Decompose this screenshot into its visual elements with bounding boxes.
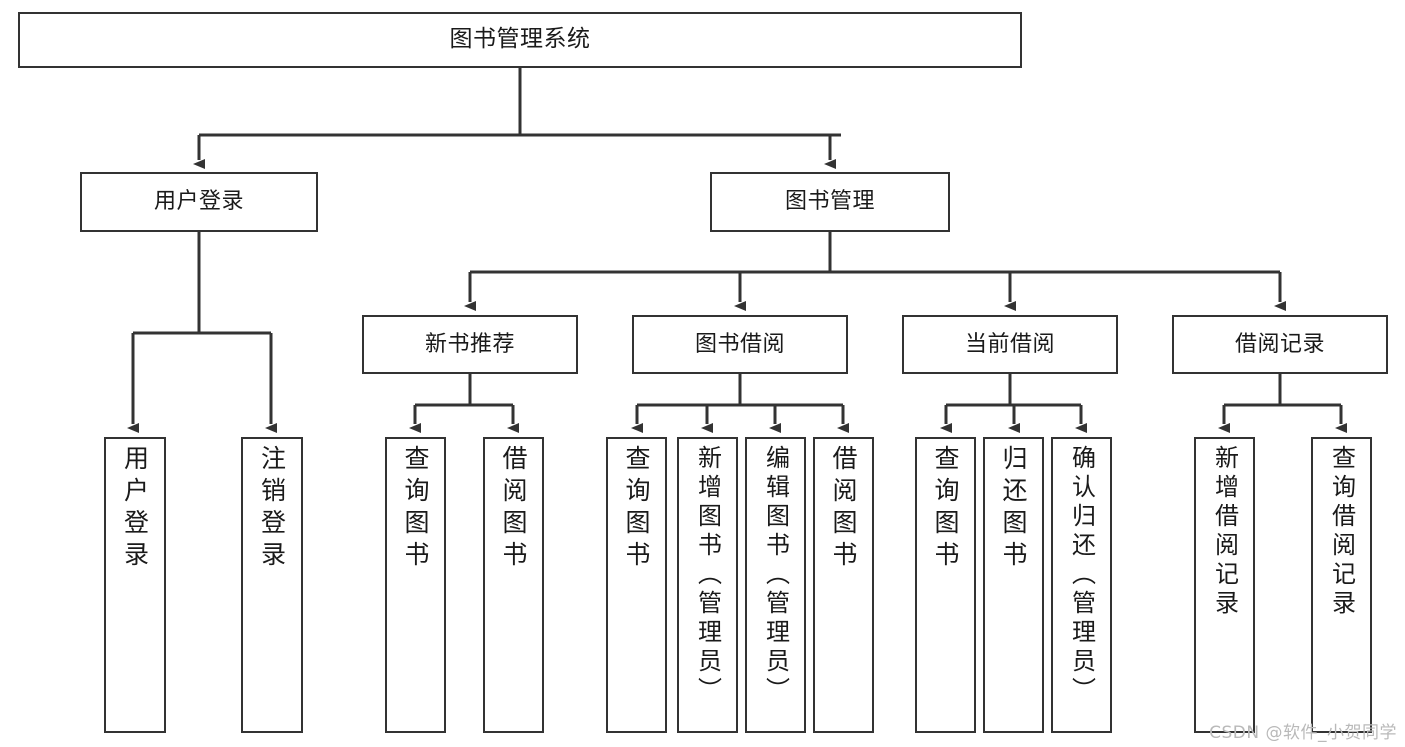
node-label: 借阅图书 — [829, 445, 858, 573]
node-label: 查询借阅记录 — [1327, 445, 1356, 619]
node-label: 新书推荐 — [424, 331, 515, 357]
leaf-new-book-borrow-book[interactable]: 借阅图书 — [483, 437, 544, 733]
node-label: 注销登录 — [257, 445, 287, 573]
leaf-new-book-query-book[interactable]: 查询图书 — [385, 437, 446, 733]
node-current-borrow[interactable]: 当前借阅 — [902, 315, 1118, 374]
leaf-borrow-record-add-record[interactable]: 新增借阅记录 — [1194, 437, 1255, 733]
node-borrow-record[interactable]: 借阅记录 — [1172, 315, 1388, 374]
node-label: 查询图书 — [931, 445, 960, 573]
leaf-current-borrow-query-book[interactable]: 查询图书 — [915, 437, 976, 733]
node-book-management[interactable]: 图书管理 — [710, 172, 950, 232]
node-book-borrow[interactable]: 图书借阅 — [632, 315, 848, 374]
leaf-user-login-login[interactable]: 用户登录 — [104, 437, 166, 733]
node-label: 归还图书 — [999, 445, 1028, 573]
leaf-book-borrow-query-book[interactable]: 查询图书 — [606, 437, 667, 733]
leaf-current-borrow-confirm-return-admin[interactable]: 确认归还（管理员） — [1051, 437, 1112, 733]
leaf-book-borrow-edit-book-admin[interactable]: 编辑图书（管理员） — [745, 437, 806, 733]
node-label: 新增借阅记录 — [1210, 445, 1239, 619]
node-label: 图书管理 — [784, 189, 875, 215]
leaf-current-borrow-return-book[interactable]: 归还图书 — [983, 437, 1044, 733]
node-user-login[interactable]: 用户登录 — [80, 172, 318, 232]
node-label: 编辑图书（管理员） — [761, 445, 790, 706]
node-label: 用户登录 — [153, 189, 244, 215]
node-root-book-management-system[interactable]: 图书管理系统 — [18, 12, 1022, 68]
node-label: 图书管理系统 — [449, 26, 591, 53]
node-label: 新增图书（管理员） — [693, 445, 722, 706]
watermark-text: CSDN @软件_小贺同学 — [1209, 723, 1397, 743]
node-label: 当前借阅 — [964, 331, 1055, 357]
node-label: 确认归还（管理员） — [1067, 445, 1096, 706]
node-label: 用户登录 — [120, 445, 150, 573]
node-label: 图书借阅 — [694, 331, 785, 357]
leaf-borrow-record-query-record[interactable]: 查询借阅记录 — [1311, 437, 1372, 733]
leaf-book-borrow-borrow-book[interactable]: 借阅图书 — [813, 437, 874, 733]
node-label: 查询图书 — [401, 445, 430, 573]
node-label: 查询图书 — [622, 445, 651, 573]
node-label: 借阅记录 — [1234, 331, 1325, 357]
leaf-book-borrow-add-book-admin[interactable]: 新增图书（管理员） — [677, 437, 738, 733]
node-label: 借阅图书 — [499, 445, 528, 573]
leaf-user-login-logout[interactable]: 注销登录 — [241, 437, 303, 733]
node-new-book-recommendation[interactable]: 新书推荐 — [362, 315, 578, 374]
